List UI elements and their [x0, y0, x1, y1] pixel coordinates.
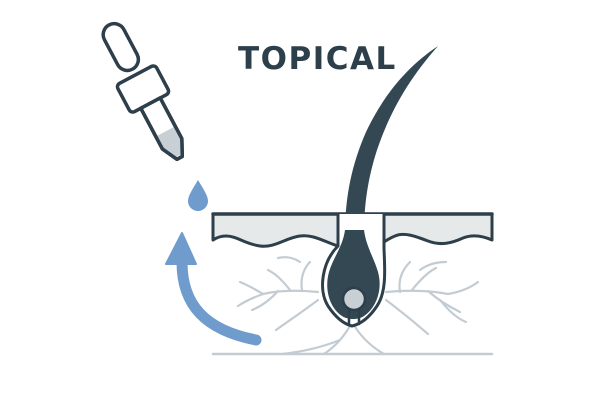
- dermal-papilla: [341, 286, 367, 312]
- skin-surface-right: [382, 212, 494, 246]
- diagram-title: TOPICAL: [238, 41, 397, 77]
- liquid-drop-icon: [188, 180, 208, 211]
- dropper-icon: [101, 21, 185, 162]
- dropper-liquid: [157, 126, 181, 157]
- skin-surface-left: [211, 212, 340, 248]
- dropper-bulb: [101, 21, 141, 73]
- papilla-stalk: [347, 308, 361, 326]
- follicle-bulb: [327, 230, 380, 319]
- hair-follicle-icon: [321, 214, 387, 328]
- absorption-arrow-icon: [165, 232, 262, 346]
